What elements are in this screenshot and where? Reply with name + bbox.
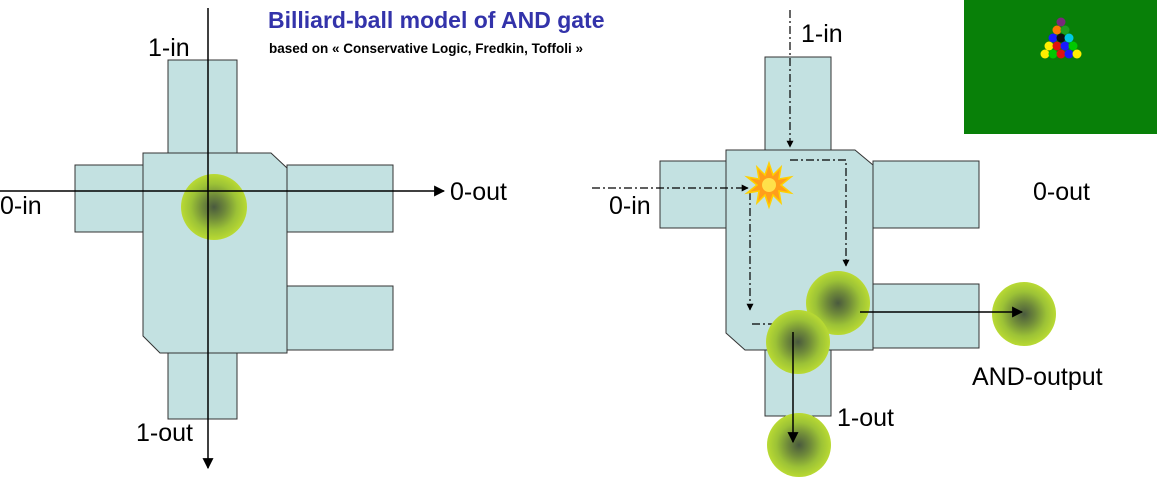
- left-channel-left: [74, 164, 144, 233]
- right-channel-left: [659, 160, 727, 229]
- left-channel-top: [167, 59, 238, 154]
- left-ball: [181, 174, 247, 240]
- right-label-1-in: 1-in: [801, 20, 843, 48]
- trajectory-deflect-right: [790, 159, 850, 267]
- left-channel-right-lower: [286, 285, 394, 351]
- left-channel-bottom: [167, 352, 238, 420]
- right-label-1-out: 1-out: [837, 404, 894, 432]
- left-gate: [0, 8, 446, 470]
- billiard-rack-icon: [1040, 17, 1082, 59]
- diagram-subtitle: based on « Conservative Logic, Fredkin, …: [269, 41, 584, 56]
- right-label-0-out: 0-out: [1033, 178, 1090, 206]
- right-channel-top: [764, 56, 832, 151]
- billiard-thumbnail: [964, 0, 1157, 134]
- right-ball-upper: [806, 271, 870, 335]
- right-ball-1-out: [767, 413, 831, 477]
- right-ball-and-output: [992, 282, 1056, 346]
- left-channel-center: [142, 152, 288, 354]
- left-label-0-in: 0-in: [0, 192, 42, 220]
- right-channel-right-lower: [872, 283, 980, 349]
- right-label-0-in: 0-in: [609, 192, 651, 220]
- right-ball-lower: [766, 310, 830, 374]
- diagram-title: Billiard-ball model of AND gate: [268, 7, 605, 33]
- right-label-and-output: AND-output: [972, 363, 1103, 391]
- right-channel-right-upper: [872, 160, 980, 229]
- left-label-0-out: 0-out: [450, 178, 507, 206]
- right-gate: [592, 10, 1056, 477]
- left-label-1-out: 1-out: [136, 419, 193, 447]
- left-label-1-in: 1-in: [148, 34, 190, 62]
- left-channel-right-upper: [286, 164, 394, 233]
- left-gate-channels: [74, 59, 394, 420]
- explosion-icon: [744, 160, 794, 210]
